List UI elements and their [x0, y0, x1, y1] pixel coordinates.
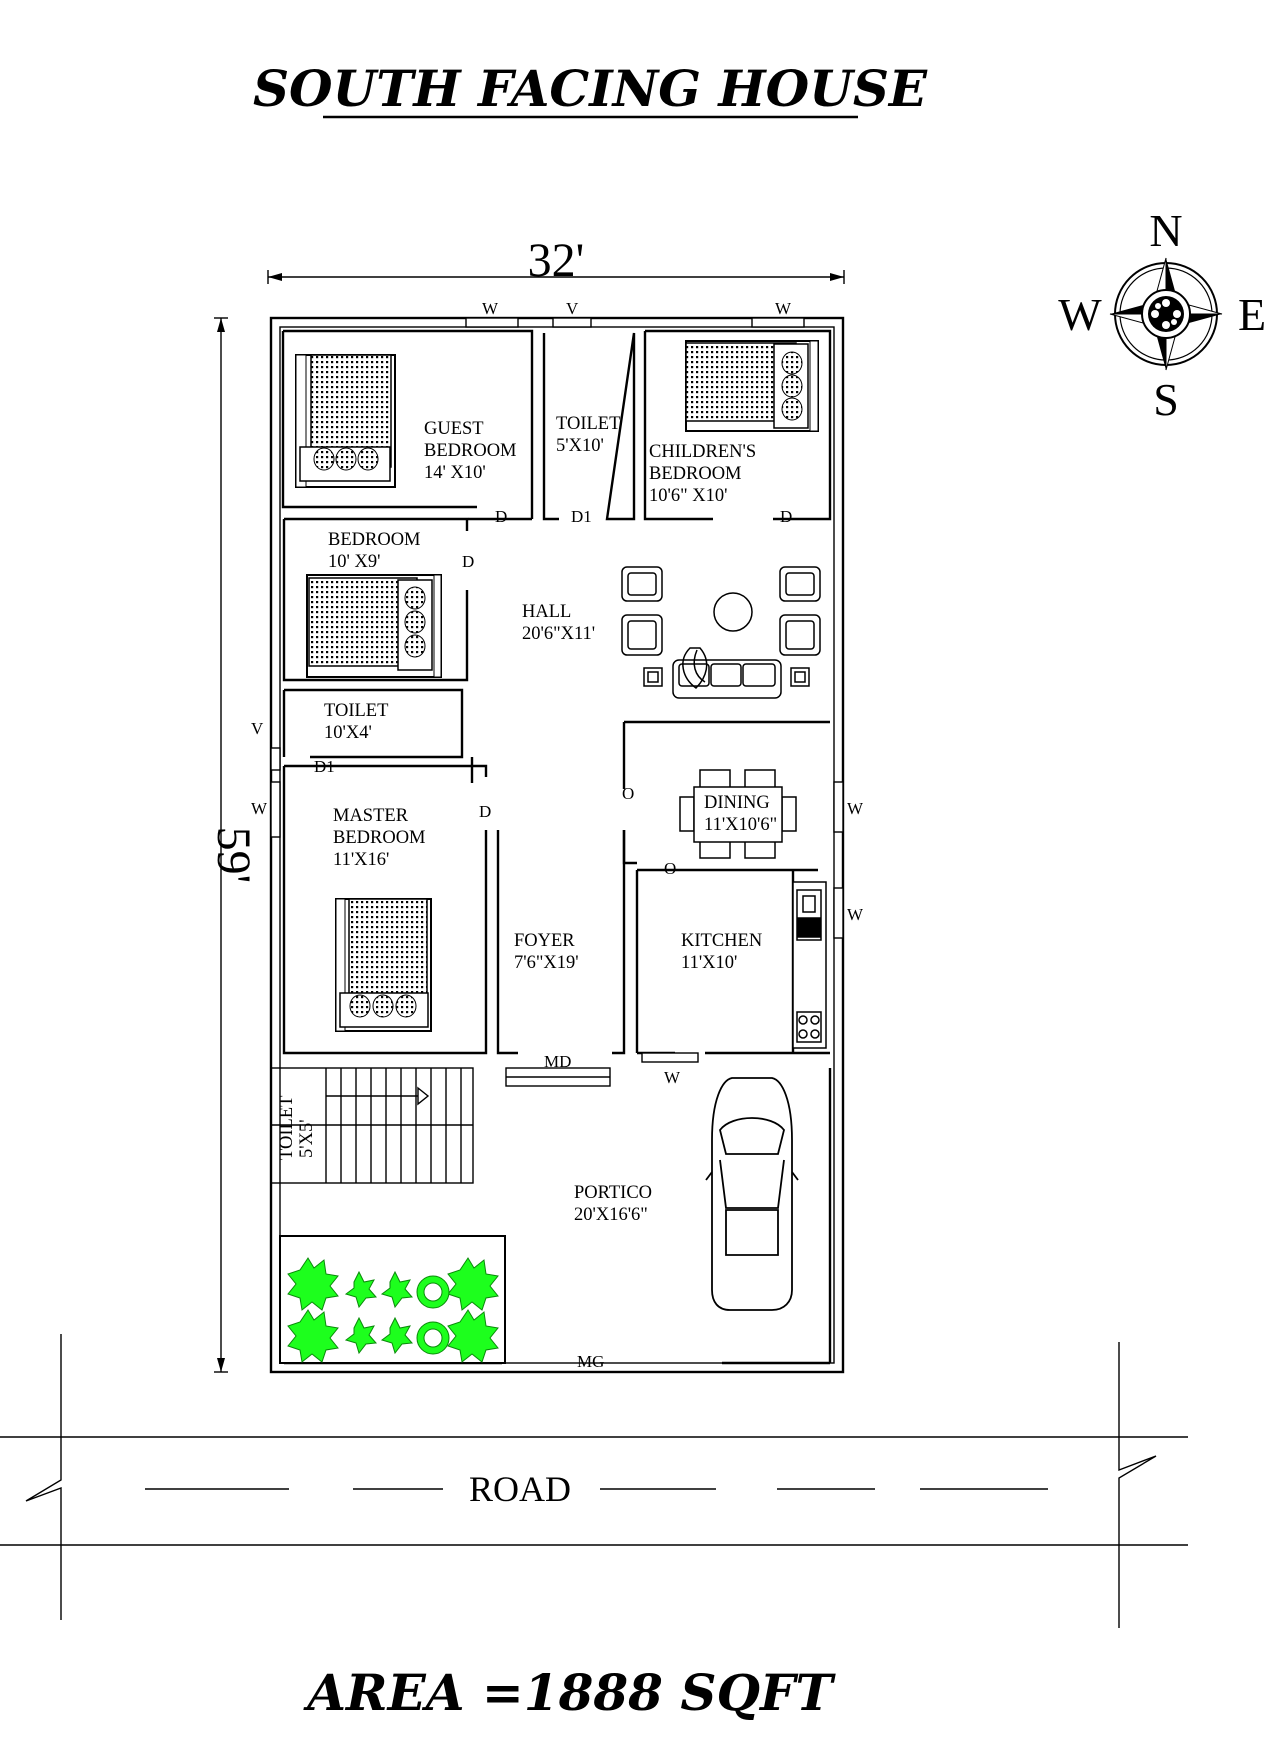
- master-bedroom-label: MASTER: [333, 806, 409, 826]
- road-label: ROAD: [469, 1469, 571, 1509]
- foyer-size: 7'6"X19': [514, 953, 579, 973]
- hall-label: HALL: [522, 602, 571, 622]
- garden-planter: [279, 1235, 506, 1364]
- childrens-bedroom-size: 10'6" X10': [649, 486, 727, 506]
- road: ROAD: [0, 1334, 1188, 1628]
- kitchen-counter: [792, 881, 827, 1049]
- guest-bedroom-label: GUEST: [424, 419, 484, 439]
- opening-tags: W V W D D1 D D V D1 W D O O W W MD W MG: [251, 299, 864, 1371]
- ventilator-tag: V: [251, 719, 264, 738]
- hall-sofa-set: [621, 566, 821, 699]
- kitchen-label: KITCHEN: [681, 931, 762, 951]
- bedroom-bed: [306, 574, 442, 678]
- opening-tag: O: [622, 784, 634, 803]
- toilet-stair-size: 5'X5': [297, 1119, 317, 1158]
- compass-east: E: [1238, 289, 1266, 340]
- toilet-stair-label: TOILET: [277, 1096, 297, 1160]
- area-label: AREA =1888 SQFT: [303, 1663, 836, 1722]
- depth-label: 59': [207, 827, 260, 884]
- master-bedroom-label-2: BEDROOM: [333, 828, 426, 848]
- main-gate-tag: MG: [577, 1352, 604, 1371]
- dining-table: [679, 769, 797, 859]
- door-tag: D: [495, 507, 507, 526]
- window-symbols: [270, 317, 844, 1087]
- children-bed: [685, 340, 819, 432]
- window-tag: W: [847, 905, 864, 924]
- toilet-top-size: 5'X10': [556, 436, 604, 456]
- ventilator-tag: V: [566, 299, 579, 318]
- width-label: 32': [528, 234, 585, 287]
- guest-bed: [295, 354, 396, 488]
- hall-size: 20'6"X11': [522, 624, 595, 644]
- toilet-mid-size: 10'X4': [324, 723, 372, 743]
- window-tag: W: [847, 799, 864, 818]
- window-tag: W: [775, 299, 792, 318]
- guest-bedroom-size: 14' X10': [424, 463, 486, 483]
- master-bedroom-size: 11'X16': [333, 850, 389, 870]
- door1-tag: D1: [314, 757, 335, 776]
- door-tag: D: [780, 507, 792, 526]
- width-dimension: 32': [267, 234, 845, 287]
- dining-label: DINING: [704, 793, 770, 813]
- opening-tag: O: [664, 859, 676, 878]
- door-tag: D: [462, 552, 474, 571]
- door1-tag: D1: [571, 507, 592, 526]
- bedroom-label: BEDROOM: [328, 530, 421, 550]
- compass-north: N: [1149, 205, 1182, 256]
- childrens-bedroom-label-2: BEDROOM: [649, 464, 742, 484]
- staircase: [270, 1067, 474, 1184]
- master-bed: [335, 898, 432, 1032]
- depth-dimension: 59': [207, 317, 260, 1373]
- portico-size: 20'X16'6": [574, 1205, 648, 1225]
- compass-west: W: [1058, 289, 1102, 340]
- window-tag: W: [664, 1068, 681, 1087]
- compass-rose: N S W E: [1058, 205, 1266, 425]
- compass-south: S: [1153, 374, 1179, 425]
- window-tag: W: [482, 299, 499, 318]
- toilet-mid-label: TOILET: [324, 701, 388, 721]
- dining-size: 11'X10'6": [704, 815, 777, 835]
- portico-label: PORTICO: [574, 1183, 652, 1203]
- door-tag: D: [479, 802, 491, 821]
- guest-bedroom-label-2: BEDROOM: [424, 441, 517, 461]
- room-labels: GUEST BEDROOM 14' X10' TOILET 5'X10' CHI…: [277, 414, 777, 1225]
- foyer-label: FOYER: [514, 931, 575, 951]
- toilet-top-label: TOILET: [556, 414, 620, 434]
- bedroom-size: 10' X9': [328, 552, 380, 572]
- window-tag: W: [251, 799, 268, 818]
- main-door-tag: MD: [544, 1052, 571, 1071]
- car: [705, 1077, 799, 1311]
- childrens-bedroom-label: CHILDREN'S: [649, 442, 756, 462]
- kitchen-size: 11'X10': [681, 953, 737, 973]
- page-title: SOUTH FACING HOUSE: [253, 59, 928, 118]
